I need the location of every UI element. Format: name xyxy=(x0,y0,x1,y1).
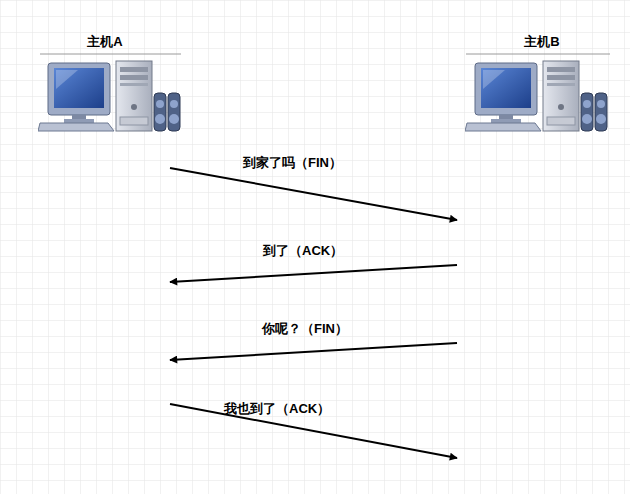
computer-icon xyxy=(38,61,180,131)
message-arrow xyxy=(170,265,457,282)
message-label: 到家了吗（FIN） xyxy=(243,154,342,172)
host-column: 主机B xyxy=(457,33,627,470)
host-name: 主机B xyxy=(457,33,627,51)
message-label: 你呢？（FIN） xyxy=(262,320,348,338)
host-name: 主机A xyxy=(40,33,170,51)
message-arrow xyxy=(170,343,457,360)
message-label: 我也到了（ACK） xyxy=(224,400,330,418)
title-rule xyxy=(466,54,610,55)
computer-icon xyxy=(465,61,607,131)
message-arrow xyxy=(170,168,457,220)
title-rule xyxy=(40,54,181,55)
message-label: 到了（ACK） xyxy=(263,242,343,260)
host-column: 主机A xyxy=(40,33,170,470)
